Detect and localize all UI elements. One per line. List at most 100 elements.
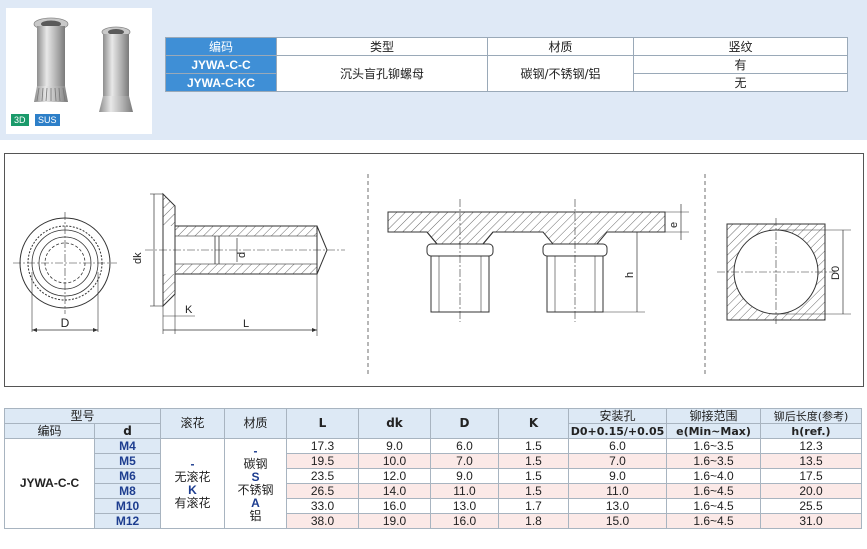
dim-d: d [236, 252, 248, 258]
row-dk: 19.0 [358, 513, 431, 529]
code-value: JYWA-C-C [165, 55, 277, 74]
knurl-line: - [190, 456, 195, 471]
rivet-nut-photo [33, 17, 133, 112]
row-h: 20.0 [760, 483, 862, 499]
row-range: 1.6~3.5 [666, 453, 761, 469]
row-range: 1.6~4.5 [666, 498, 761, 514]
material-line: S [251, 469, 260, 484]
header-model: 型号 [4, 408, 161, 424]
spec-table: 型号 滚花 材质 L dk D K 安装孔 铆接范围 铆后长度(参考) 编码 d… [4, 408, 862, 529]
row-hole: 13.0 [568, 498, 667, 514]
row-D: 6.0 [430, 438, 499, 454]
header-code: 编码 [165, 37, 277, 56]
row-L: 23.5 [286, 468, 359, 484]
header-hole: 安装孔 [568, 408, 667, 424]
header-length: 铆后长度(参考) [760, 408, 862, 424]
material-line: 不锈钢 [237, 482, 274, 497]
dim-dk: dk [132, 252, 144, 264]
drawing-svg: D dk d K [13, 174, 851, 376]
row-d: M6 [94, 468, 161, 484]
material-line: 碳钢 [243, 456, 268, 471]
installed-view: e h [387, 199, 689, 322]
badge-sus: SUS [35, 114, 60, 126]
row-dk: 14.0 [358, 483, 431, 499]
dim-h: h [624, 272, 636, 278]
row-hole: 6.0 [568, 438, 667, 454]
row-h: 25.5 [760, 498, 862, 514]
row-K: 1.5 [498, 468, 569, 484]
dim-L: L [243, 318, 249, 330]
row-hole: 9.0 [568, 468, 667, 484]
row-d: M4 [94, 438, 161, 454]
row-L: 38.0 [286, 513, 359, 529]
dim-e: e [668, 222, 680, 228]
row-K: 1.7 [498, 498, 569, 514]
product-photo [6, 8, 152, 134]
header-range-sub: e(Min~Max) [666, 423, 761, 439]
row-dk: 9.0 [358, 438, 431, 454]
row-hole: 11.0 [568, 483, 667, 499]
row-K: 1.5 [498, 453, 569, 469]
material-line: - [253, 443, 258, 458]
row-D: 11.0 [430, 483, 499, 499]
technical-drawing: D dk d K [4, 153, 864, 387]
header-d: d [94, 423, 161, 439]
header-K: K [498, 408, 569, 439]
row-K: 1.5 [498, 438, 569, 454]
knurl-line: 有滚花 [174, 495, 211, 510]
row-dk: 12.0 [358, 468, 431, 484]
knurl-value: 无 [633, 73, 848, 92]
badge-3d: 3D [11, 114, 29, 126]
header-material: 材质 [224, 408, 287, 439]
header-range: 铆接范围 [666, 408, 761, 424]
side-section-view: dk d K L [132, 192, 345, 336]
row-h: 12.3 [760, 438, 862, 454]
header-knurl: 竖纹 [633, 37, 848, 56]
header-length-sub: h(ref.) [760, 423, 862, 439]
row-d: M12 [94, 513, 161, 529]
dim-K: K [185, 304, 193, 316]
dim-D0: D0 [830, 266, 842, 280]
dim-D: D [61, 316, 70, 330]
knurl-options: - 无滚花 K 有滚花 [160, 438, 225, 529]
product-header-panel: 3D SUS 编码 类型 材质 竖纹 JYWA-C-C 沉头盲孔铆螺母 碳钢/不… [0, 0, 867, 140]
row-h: 31.0 [760, 513, 862, 529]
header-knurl: 滚花 [160, 408, 225, 439]
knurl-line: 无滚花 [174, 469, 211, 484]
material-line: A [251, 495, 260, 510]
row-hole: 15.0 [568, 513, 667, 529]
header-D: D [430, 408, 499, 439]
row-dk: 10.0 [358, 453, 431, 469]
row-D: 13.0 [430, 498, 499, 514]
knurl-value: 有 [633, 55, 848, 74]
header-dk: dk [358, 408, 431, 439]
header-material: 材质 [487, 37, 634, 56]
code-value: JYWA-C-KC [165, 73, 277, 92]
material-value: 碳钢/不锈钢/铝 [487, 55, 634, 92]
row-d: M8 [94, 483, 161, 499]
end-view: D [13, 212, 117, 332]
code-table: 编码 类型 材质 竖纹 JYWA-C-C 沉头盲孔铆螺母 碳钢/不锈钢/铝 有 … [165, 37, 848, 92]
header-code: 编码 [4, 423, 95, 439]
row-L: 17.3 [286, 438, 359, 454]
material-options: - 碳钢 S 不锈钢 A 铝 [224, 438, 287, 529]
knurl-line: K [188, 482, 197, 497]
row-K: 1.8 [498, 513, 569, 529]
row-range: 1.6~4.5 [666, 513, 761, 529]
row-range: 1.6~4.0 [666, 468, 761, 484]
material-line: 铝 [249, 508, 262, 523]
row-L: 19.5 [286, 453, 359, 469]
row-L: 33.0 [286, 498, 359, 514]
type-value: 沉头盲孔铆螺母 [276, 55, 488, 92]
row-range: 1.6~3.5 [666, 438, 761, 454]
row-h: 17.5 [760, 468, 862, 484]
spec-code: JYWA-C-C [4, 438, 95, 529]
row-L: 26.5 [286, 483, 359, 499]
row-d: M10 [94, 498, 161, 514]
row-h: 13.5 [760, 453, 862, 469]
row-D: 7.0 [430, 453, 499, 469]
row-D: 16.0 [430, 513, 499, 529]
row-dk: 16.0 [358, 498, 431, 514]
header-hole-sub: D0+0.15/+0.05 [568, 423, 667, 439]
header-type: 类型 [276, 37, 488, 56]
